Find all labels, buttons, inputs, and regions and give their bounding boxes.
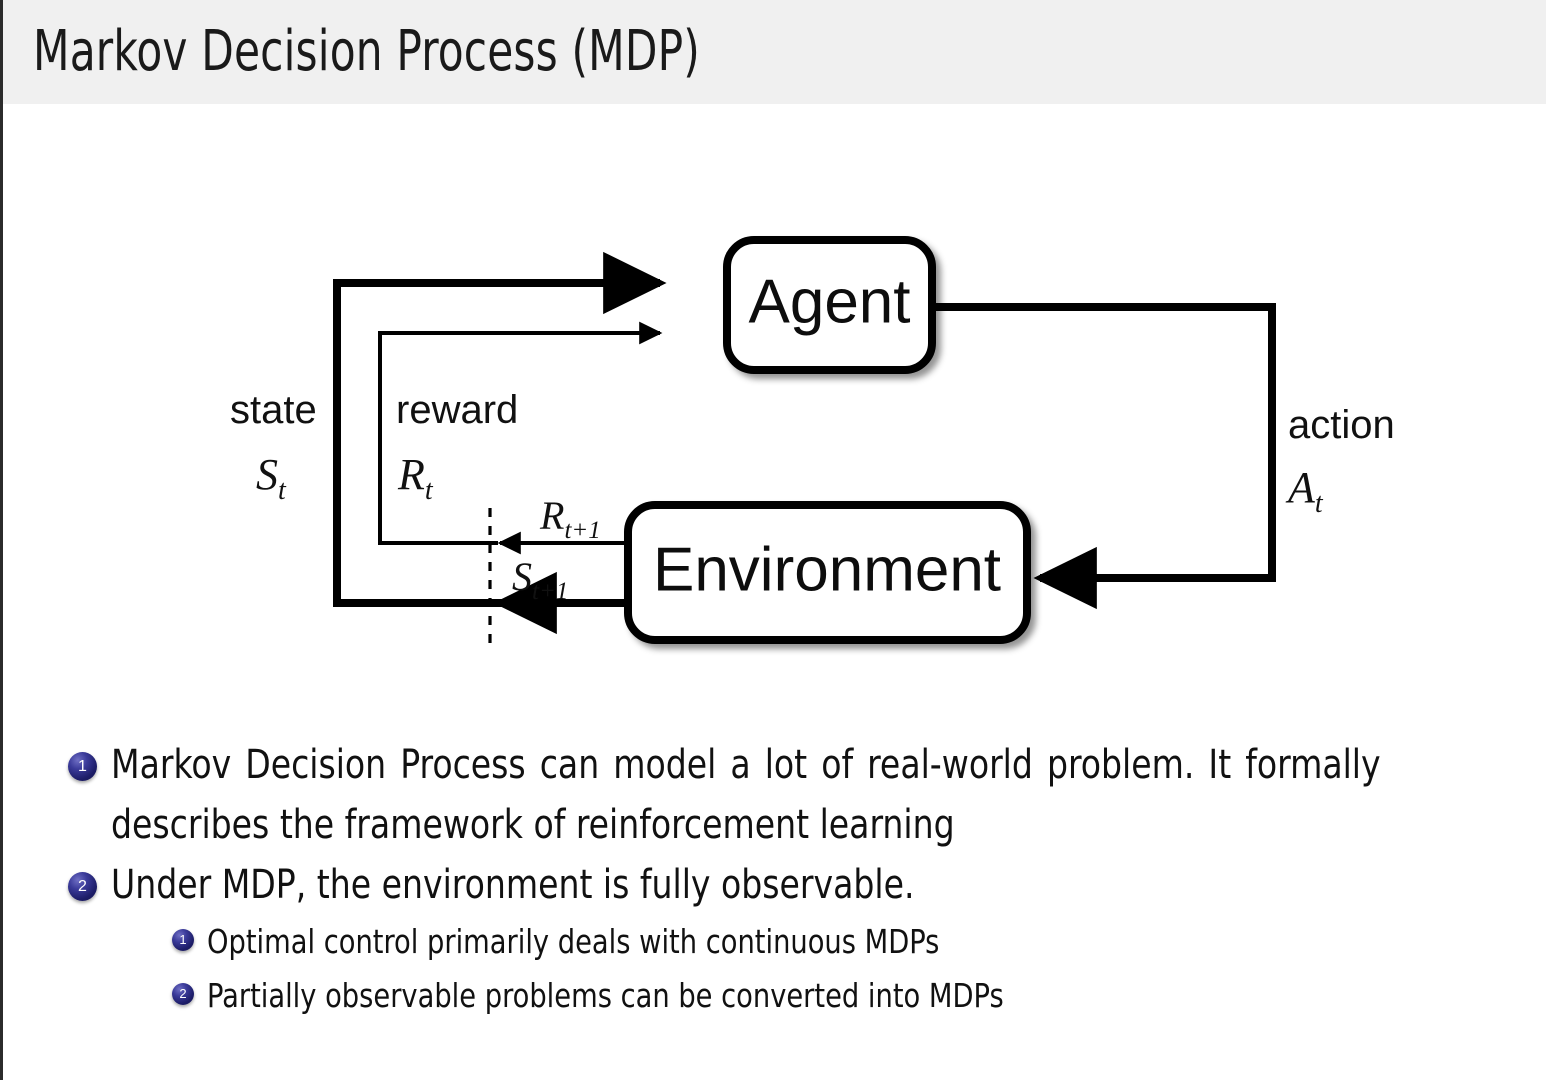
svg-text:Rt+1: Rt+1 <box>539 493 601 544</box>
label-state-symbol-sub: t <box>278 475 287 506</box>
list-item[interactable]: 1 Markov Decision Process can model a lo… <box>0 735 1546 855</box>
bullet-text-1: Markov Decision Process can model a lot … <box>111 742 1381 848</box>
label-next-state: St+1 <box>512 554 568 605</box>
label-next-state-sub: t+1 <box>532 578 568 605</box>
label-next-state-symbol: S <box>512 554 532 599</box>
edge-state-loop <box>333 251 667 635</box>
list-item[interactable]: 2 Partially observable problems can be c… <box>0 969 1546 1023</box>
list-item[interactable]: 1 Optimal control primarily deals with c… <box>0 915 1546 969</box>
svg-text:At: At <box>1285 463 1324 519</box>
slide-left-edge-rule <box>0 0 3 1080</box>
node-environment-label: Environment <box>653 535 1001 604</box>
sub-bullet-badge-1: 1 <box>172 929 194 951</box>
label-state: state St <box>230 388 317 506</box>
page-title: Markov Decision Process (MDP) <box>33 19 700 84</box>
label-state-symbol: S <box>256 450 278 499</box>
bullet-list: 1 Markov Decision Process can model a lo… <box>0 735 1546 1023</box>
bullet-text-2: Under MDP, the environment is fully obse… <box>111 862 915 908</box>
label-next-reward: Rt+1 <box>539 493 601 544</box>
label-action-symbol-sub: t <box>1315 488 1324 519</box>
label-reward-symbol-sub: t <box>425 475 434 506</box>
node-environment: Environment <box>624 501 1031 644</box>
label-action: action At <box>1285 403 1395 519</box>
bullet-badge-1: 1 <box>68 752 97 781</box>
label-reward-symbol: R <box>397 450 425 499</box>
node-agent-label: Agent <box>748 267 910 336</box>
label-state-word: state <box>230 388 317 432</box>
label-action-symbol: A <box>1285 463 1316 512</box>
list-item[interactable]: 2 Under MDP, the environment is fully ob… <box>0 855 1546 915</box>
sub-bullet-text-1: Optimal control primarily deals with con… <box>207 922 940 961</box>
svg-text:St+1: St+1 <box>512 554 568 605</box>
node-agent: Agent <box>723 236 936 374</box>
title-bar: Markov Decision Process (MDP) <box>3 0 1546 104</box>
bullet-badge-2: 2 <box>68 872 97 901</box>
agent-environment-diagram: Agent Environment state St reward Rt <box>0 120 1546 710</box>
sub-bullet-text-2: Partially observable problems can be con… <box>207 976 1004 1015</box>
label-reward-word: reward <box>396 388 518 432</box>
label-next-reward-symbol: R <box>539 493 564 538</box>
svg-text:Rt: Rt <box>397 450 434 506</box>
label-action-word: action <box>1288 403 1395 447</box>
svg-text:St: St <box>256 450 287 506</box>
label-next-reward-sub: t+1 <box>564 517 600 544</box>
edge-action-loop <box>928 303 1276 610</box>
label-reward: reward Rt <box>396 388 518 506</box>
edge-reward-loop <box>378 321 663 555</box>
sub-bullet-badge-2: 2 <box>172 983 194 1005</box>
